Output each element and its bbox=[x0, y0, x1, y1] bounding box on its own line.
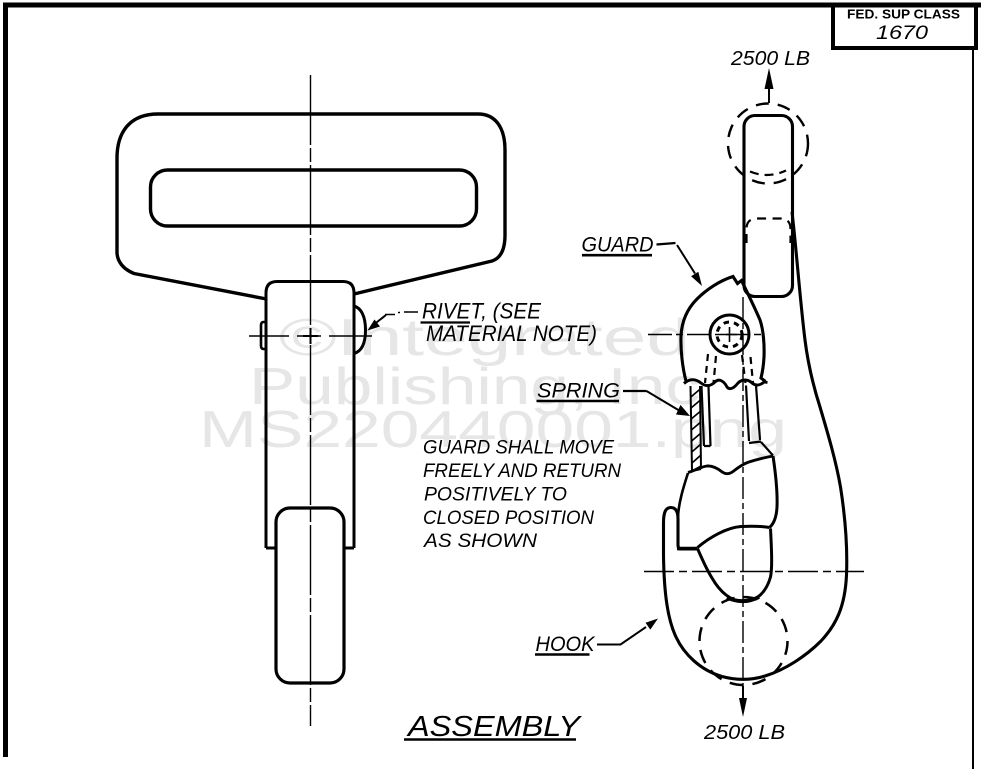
svg-text:Publishing, Inc: Publishing, Inc bbox=[249, 358, 700, 416]
svg-text:MS220440001.png: MS220440001.png bbox=[199, 401, 787, 459]
svg-text:SPRING: SPRING bbox=[537, 380, 620, 403]
svg-text:CLOSED POSITION: CLOSED POSITION bbox=[423, 508, 594, 529]
svg-text:MATERIAL NOTE): MATERIAL NOTE) bbox=[426, 321, 597, 346]
svg-text:2500 LB: 2500 LB bbox=[730, 47, 810, 70]
svg-text:ASSEMBLY: ASSEMBLY bbox=[406, 711, 583, 743]
svg-text:FED. SUP CLASS: FED. SUP CLASS bbox=[847, 8, 960, 22]
svg-text:FREELY AND RETURN: FREELY AND RETURN bbox=[423, 461, 621, 482]
svg-text:GUARD: GUARD bbox=[582, 233, 654, 257]
svg-text:2500 LB: 2500 LB bbox=[703, 721, 785, 744]
svg-text:GUARD SHALL MOVE: GUARD SHALL MOVE bbox=[423, 438, 614, 459]
svg-text:AS SHOWN: AS SHOWN bbox=[423, 531, 537, 552]
svg-text:RIVET, (SEE: RIVET, (SEE bbox=[422, 299, 541, 324]
svg-text:©Integrated: ©Integrated bbox=[279, 309, 690, 367]
svg-text:POSITIVELY TO: POSITIVELY TO bbox=[424, 485, 567, 506]
svg-text:HOOK: HOOK bbox=[536, 633, 596, 656]
svg-text:1670: 1670 bbox=[876, 23, 929, 44]
